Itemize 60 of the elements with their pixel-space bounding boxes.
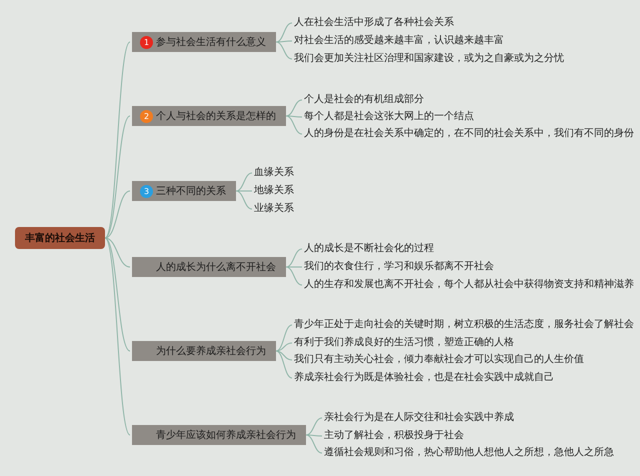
- number-badge: 3: [140, 184, 153, 198]
- connector-line: [276, 350, 292, 360]
- connector-line: [104, 238, 130, 268]
- subtopic-text: 人在社会生活中形成了各种社会关系: [294, 17, 454, 29]
- topic-box: [132, 425, 306, 445]
- connector-line: [306, 434, 322, 454]
- subtopic-text: 业缘关系: [254, 203, 294, 215]
- connector-line: [286, 266, 302, 286]
- subtopic-text: 亲社会行为是在人际交往和社会实践中养成: [324, 412, 514, 424]
- connector-line: [236, 172, 252, 192]
- subtopic-text: 地缘关系: [254, 185, 294, 197]
- subtopic-text: 青少年正处于走向社会的关键时期，树立积极的生活态度，服务社会了解社会: [294, 319, 634, 331]
- subtopic-text: 个人是社会的有机组成部分: [304, 94, 424, 106]
- subtopic-text: 对社会生活的感受越来越丰富，认识越来越丰富: [294, 35, 504, 47]
- topic-text: 为什么要养成亲社会行为: [156, 344, 266, 358]
- connector-line: [276, 40, 292, 42]
- topic-text: 人的成长为什么离不开社会: [156, 260, 276, 274]
- topic-text: 参与社会生活有什么意义: [156, 36, 266, 49]
- connector-line: [104, 116, 130, 238]
- connector-line: [104, 238, 130, 436]
- topic-box: [132, 341, 276, 361]
- connector-line: [104, 190, 130, 238]
- topic-box: [132, 257, 286, 277]
- subtopic-text: 血缘关系: [254, 167, 294, 179]
- connector-line: [236, 190, 252, 210]
- connector-line: [276, 342, 292, 352]
- connector-line: [104, 238, 130, 352]
- connector-line: [236, 190, 252, 192]
- topic-text: 青少年应该如何养成亲社会行为: [156, 428, 296, 442]
- subtopic-text: 我们的衣食住行，学习和娱乐都离不开社会: [304, 261, 494, 273]
- subtopic-text: 有利于我们养成良好的生活习惯，塑造正确的人格: [294, 337, 514, 349]
- root-topic-box: 丰富的社会生活: [15, 227, 105, 249]
- number-badge: 2: [140, 110, 153, 122]
- connector-line: [286, 116, 302, 118]
- subtopic-text: 人的成长是不断社会化的过程: [304, 243, 434, 255]
- subtopic-text: 遵循社会规则和习俗，热心帮助他人想他人之所想，急他人之所急: [324, 447, 614, 459]
- connector-line: [276, 324, 292, 352]
- topic-text: 个人与社会的关系是怎样的: [156, 110, 276, 123]
- subtopic-text: 我们会更加关注社区治理和国家建设，或为之自豪或为之分忧: [294, 53, 564, 65]
- topic-box: [132, 181, 236, 201]
- subtopic-text: 人的身份是在社会关系中确定的，在不同的社会关系中，我们有不同的身份: [304, 128, 634, 140]
- connector-line: [276, 42, 292, 60]
- number-badge: 1: [140, 36, 153, 48]
- connector-line: [276, 22, 292, 42]
- connector-line: [286, 100, 302, 116]
- subtopic-text: 每个人都是社会这张大网上的一个结点: [304, 111, 474, 123]
- connector-line: [306, 418, 322, 436]
- connector-line: [286, 116, 302, 134]
- connector-line: [104, 42, 130, 238]
- topic-text: 三种不同的关系: [156, 184, 226, 198]
- connector-line: [306, 434, 322, 436]
- topic-box: [132, 106, 286, 126]
- subtopic-text: 养成亲社会行为既是体验社会，也是在社会实践中成就自己: [294, 372, 554, 384]
- subtopic-text: 人的生存和发展也离不开社会，每个人都从社会中获得物资支持和精神滋养: [304, 279, 634, 291]
- subtopic-text: 主动了解社会，积极投身于社会: [324, 430, 464, 442]
- connector-line: [286, 266, 302, 268]
- topic-box: [132, 32, 276, 52]
- subtopic-text: 我们只有主动关心社会，倾力奉献社会才可以实现自己的人生价值: [294, 354, 584, 366]
- connector-line: [286, 248, 302, 268]
- connector-line: [276, 350, 292, 378]
